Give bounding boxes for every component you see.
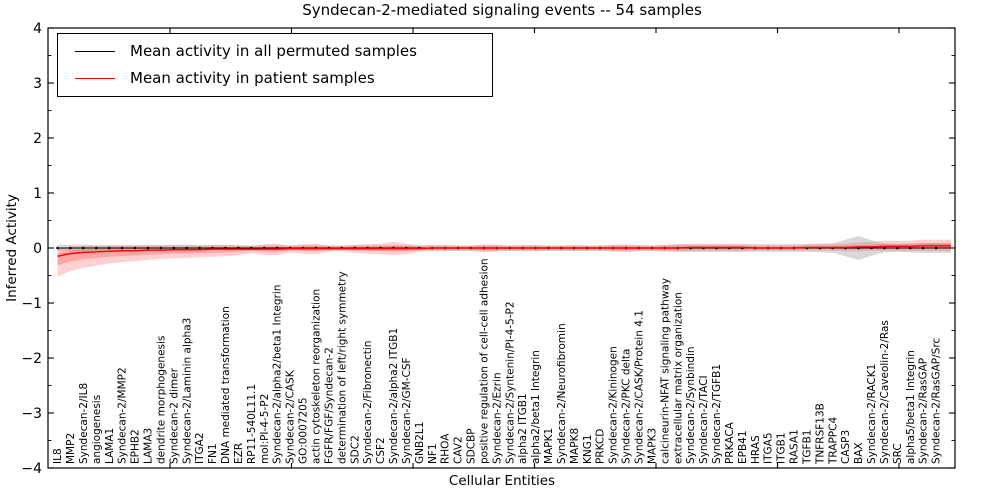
svg-text:alpha2 ITGB1: alpha2 ITGB1 <box>517 393 529 464</box>
svg-text:2: 2 <box>33 131 42 147</box>
svg-text:Syndecan-2/Syntenin/PI-4-5-P2: Syndecan-2/Syntenin/PI-4-5-P2 <box>504 301 516 464</box>
svg-text:RP11-540L11.1: RP11-540L11.1 <box>246 384 258 464</box>
svg-text:PRKACA: PRKACA <box>724 421 736 464</box>
svg-text:Syndecan-2/CASK: Syndecan-2/CASK <box>285 369 297 464</box>
svg-text:0: 0 <box>33 241 42 257</box>
legend-label-permuted: Mean activity in all permuted samples <box>130 42 417 60</box>
svg-text:Syndecan-2/TGFB1: Syndecan-2/TGFB1 <box>711 364 723 464</box>
svg-text:SDCBP: SDCBP <box>466 428 478 464</box>
svg-text:positive regulation of cell-ce: positive regulation of cell-cell adhesio… <box>479 258 491 464</box>
svg-text:−2: −2 <box>21 351 42 367</box>
legend-item-permuted: Mean activity in all permuted samples <box>75 42 492 60</box>
svg-text:CSF2: CSF2 <box>375 437 387 464</box>
svg-text:Syndecan-2/Kininogen: Syndecan-2/Kininogen <box>608 346 620 464</box>
y-axis-label: Inferred Activity <box>4 194 20 302</box>
svg-text:NF1: NF1 <box>427 443 439 464</box>
svg-text:LAMA1: LAMA1 <box>104 428 116 464</box>
svg-text:−1: −1 <box>21 296 42 312</box>
svg-text:HRAS: HRAS <box>750 435 762 464</box>
svg-text:ITGA2: ITGA2 <box>194 432 206 464</box>
svg-text:3: 3 <box>33 76 42 92</box>
svg-text:Syndecan-2/Neurofibromin: Syndecan-2/Neurofibromin <box>556 323 568 464</box>
legend-label-patient: Mean activity in patient samples <box>130 69 375 87</box>
svg-text:DNA mediated transformation: DNA mediated transformation <box>220 306 232 464</box>
svg-text:Syndecan-2/Synbindin: Syndecan-2/Synbindin <box>685 346 697 464</box>
svg-text:1: 1 <box>33 186 42 202</box>
svg-text:calcineurin-NFAT signaling pat: calcineurin-NFAT signaling pathway <box>659 278 671 464</box>
svg-text:Syndecan-2 dimer: Syndecan-2 dimer <box>168 367 180 464</box>
svg-text:Syndecan-2/Caveolin-2/Ras: Syndecan-2/Caveolin-2/Ras <box>879 320 891 464</box>
svg-text:Syndecan-2/Laminin alpha3: Syndecan-2/Laminin alpha3 <box>181 318 193 464</box>
svg-text:PRKCD: PRKCD <box>595 429 607 464</box>
svg-text:MAPK1: MAPK1 <box>543 428 555 464</box>
svg-text:Syndecan-2/alpha2/beta1 Integr: Syndecan-2/alpha2/beta1 Integrin <box>272 285 284 464</box>
svg-text:FGFR/FGF/Syndecan-2: FGFR/FGF/Syndecan-2 <box>323 347 335 464</box>
svg-text:MAPK3: MAPK3 <box>646 428 658 464</box>
chart-title: Syndecan-2-mediated signaling events -- … <box>302 1 702 19</box>
svg-text:SDC2: SDC2 <box>349 435 361 464</box>
svg-text:actin cytoskeleton reorganizat: actin cytoskeleton reorganization <box>311 289 323 464</box>
svg-text:LAMA3: LAMA3 <box>143 428 155 464</box>
svg-text:CASP3: CASP3 <box>840 430 852 464</box>
legend: Mean activity in all permuted samples Me… <box>57 33 493 97</box>
svg-text:determination of left/right sy: determination of left/right symmetry <box>336 271 348 464</box>
svg-text:BAX: BAX <box>853 442 865 464</box>
patient-line-swatch <box>75 77 115 79</box>
x-axis-label: Cellular Entities <box>448 473 556 489</box>
svg-text:KNG1: KNG1 <box>582 434 594 464</box>
svg-text:dendrite morphogenesis: dendrite morphogenesis <box>156 336 168 464</box>
svg-text:MAPK8: MAPK8 <box>569 428 581 464</box>
svg-text:Syndecan-2/CASK/Protein 4.1: Syndecan-2/CASK/Protein 4.1 <box>634 310 646 464</box>
svg-text:TRAPPC4: TRAPPC4 <box>827 417 839 465</box>
svg-text:TGFB1: TGFB1 <box>802 430 814 465</box>
svg-text:mol:PI-4-5-P2: mol:PI-4-5-P2 <box>259 394 271 464</box>
svg-text:SRC: SRC <box>892 443 904 464</box>
svg-text:Syndecan-2/alpha2 ITGB1: Syndecan-2/alpha2 ITGB1 <box>388 328 400 464</box>
svg-text:MMP2: MMP2 <box>65 433 77 464</box>
svg-text:Syndecan-2/PKC delta: Syndecan-2/PKC delta <box>621 349 633 464</box>
svg-text:Syndecan-2/RACK1: Syndecan-2/RACK1 <box>866 364 878 464</box>
svg-text:Syndecan-2/RasGAP/Src: Syndecan-2/RasGAP/Src <box>931 338 943 464</box>
svg-text:extracellular matrix organizat: extracellular matrix organization <box>672 292 684 464</box>
permuted-line-swatch <box>75 50 115 52</box>
svg-text:angiogenesis: angiogenesis <box>91 395 103 464</box>
svg-text:EZR: EZR <box>233 443 245 464</box>
svg-text:Syndecan-2/Fibronectin: Syndecan-2/Fibronectin <box>362 341 374 464</box>
svg-text:alpha2/beta1 Integrin: alpha2/beta1 Integrin <box>530 350 542 464</box>
svg-text:GNB2L1: GNB2L1 <box>414 422 426 464</box>
svg-text:ITGB1: ITGB1 <box>776 432 788 464</box>
svg-text:−4: −4 <box>21 461 42 477</box>
svg-text:TNFRSF13B: TNFRSF13B <box>814 403 826 465</box>
svg-text:Syndecan-2/Ezrin: Syndecan-2/Ezrin <box>491 372 503 464</box>
svg-text:Syndecan-2/GM-CSF: Syndecan-2/GM-CSF <box>401 357 413 464</box>
svg-text:RHOA: RHOA <box>440 433 452 464</box>
svg-text:EPHB2: EPHB2 <box>130 429 142 464</box>
svg-text:Syndecan-2/TACI: Syndecan-2/TACI <box>698 375 710 464</box>
svg-text:ITGA5: ITGA5 <box>763 432 775 464</box>
svg-text:FN1: FN1 <box>207 443 219 464</box>
legend-item-patient: Mean activity in patient samples <box>75 69 492 87</box>
svg-text:4: 4 <box>33 21 42 37</box>
svg-text:GO:0007205: GO:0007205 <box>298 397 310 464</box>
svg-text:Syndecan-2/RasGAP: Syndecan-2/RasGAP <box>918 358 930 464</box>
svg-text:IL8: IL8 <box>52 448 64 464</box>
svg-text:CAV2: CAV2 <box>453 436 465 464</box>
svg-text:RASA1: RASA1 <box>789 429 801 464</box>
svg-text:−3: −3 <box>21 406 42 422</box>
svg-text:alpha5/beta1 Integrin: alpha5/beta1 Integrin <box>905 350 917 464</box>
svg-text:EPB41: EPB41 <box>737 430 749 464</box>
svg-text:Syndecan-2/MMP2: Syndecan-2/MMP2 <box>117 367 129 464</box>
svg-text:Syndecan-2/IL8: Syndecan-2/IL8 <box>78 383 90 464</box>
